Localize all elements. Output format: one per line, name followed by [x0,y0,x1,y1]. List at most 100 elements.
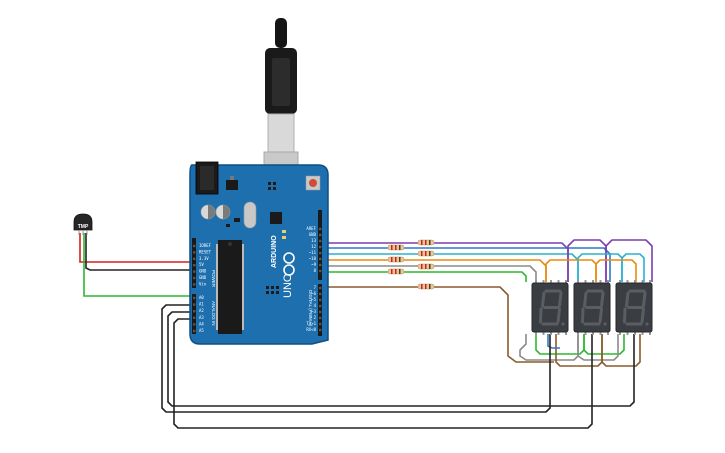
header-pin[interactable] [193,296,196,300]
header-pin[interactable] [193,244,196,248]
header-pin[interactable] [193,257,196,260]
bus-orange-1[interactable] [545,259,597,282]
header-pin[interactable] [319,298,322,302]
header-pin[interactable] [319,227,322,231]
display-pin[interactable] [599,331,602,335]
wire-a3-common-2[interactable] [173,318,593,429]
header-pin[interactable] [319,269,322,273]
display-pin[interactable] [592,331,594,335]
bus-orange-2[interactable] [595,259,637,282]
header-pin[interactable] [193,316,196,319]
wire-sensor-5v[interactable] [79,233,196,263]
seven-segment-display-3[interactable] [615,280,653,335]
temperature-sensor[interactable]: TMP [73,213,93,235]
header-pin[interactable] [319,292,322,296]
display-pin[interactable] [535,280,537,284]
header-pin[interactable] [193,251,196,254]
display-pin[interactable] [542,331,545,335]
header-pin[interactable] [193,276,196,280]
display-pin[interactable] [577,280,579,284]
display-pin[interactable] [542,280,545,284]
display-pin[interactable] [550,280,552,284]
header-pin[interactable] [193,329,196,333]
bus-cyan-2[interactable] [621,253,645,282]
header-pin[interactable] [319,286,322,290]
display-pin[interactable] [649,280,651,284]
pin-label: 5V [199,262,204,267]
display-segment [556,307,561,324]
display-pin[interactable] [577,331,579,335]
pin-label: GND [309,232,317,237]
display-pin[interactable] [592,280,594,284]
display-pin[interactable] [607,280,609,284]
wire-sensor-a0[interactable] [83,233,196,297]
resistor-2[interactable] [417,239,435,246]
header-pin[interactable] [193,283,196,286]
display-pin[interactable] [641,280,644,284]
display-pin[interactable] [619,331,621,335]
wire-a2-common-3[interactable] [167,311,635,407]
header-pin[interactable] [193,310,196,313]
header-pin[interactable] [193,264,196,267]
display-pin[interactable] [584,280,587,284]
header-pin[interactable] [319,322,322,326]
wire-pin-12[interactable] [322,247,611,282]
display-pin[interactable] [584,331,587,335]
bus-brown-1[interactable] [555,334,603,367]
wire-pin-7[interactable] [322,286,554,363]
wire-sensor-gnd[interactable] [85,233,196,271]
resistor-1[interactable] [387,244,405,251]
header-pin[interactable] [319,310,322,314]
bus-brown-2[interactable] [601,334,641,367]
display-pin[interactable] [535,331,537,335]
header-pin[interactable] [319,304,322,308]
header-pin[interactable] [193,270,196,273]
header-pin[interactable] [319,251,322,255]
bus-gray-1[interactable] [519,334,579,361]
display-pin[interactable] [550,331,552,335]
resistor-7[interactable] [417,283,435,290]
bus-purple-1[interactable] [567,239,607,282]
bus-gray-2[interactable] [577,334,619,361]
resistor-band [395,257,397,262]
arduino-board[interactable]: ARDUINO UNO POWER ANALOG IN DIGITAL (PWM… [189,161,329,345]
wire-pin-13[interactable] [322,242,569,282]
wire-pin-8[interactable] [322,271,527,282]
bus-green-1[interactable] [535,334,585,355]
resistor-5[interactable] [387,268,405,275]
header-pin[interactable] [319,263,322,267]
header-pin[interactable] [319,328,322,332]
bus-cyan-1[interactable] [577,253,623,282]
header-pin[interactable] [319,316,322,320]
resistor-6[interactable] [417,263,435,270]
bus-green-2[interactable] [583,334,625,355]
seven-segment-display-2[interactable] [573,280,611,335]
display-pin[interactable] [626,331,629,335]
header-pin[interactable] [193,323,196,326]
wire-a1-common-1[interactable] [161,304,551,413]
display-pin[interactable] [649,331,651,335]
display-pin[interactable] [599,280,602,284]
display-pin[interactable] [557,331,560,335]
header-pin[interactable] [319,239,322,243]
resistor-3[interactable] [387,256,405,263]
seven-segment-display-1[interactable] [531,280,569,335]
wire-pin-11[interactable] [322,253,579,282]
header-pin[interactable] [319,257,322,261]
display-pin[interactable] [557,280,560,284]
display-pin[interactable] [565,331,567,335]
display-pin[interactable] [619,280,621,284]
display-pin[interactable] [634,280,636,284]
display-pin[interactable] [634,331,636,335]
bus-purple-2[interactable] [605,239,653,282]
display-pin[interactable] [641,331,644,335]
display-pin[interactable] [607,331,609,335]
display-pin[interactable] [565,280,567,284]
header-pin[interactable] [319,245,322,249]
resistor-4[interactable] [417,250,435,257]
header-pin[interactable] [193,303,196,306]
wire-pin-10[interactable] [322,259,547,282]
header-pin[interactable] [319,233,322,237]
display-pin[interactable] [626,280,629,284]
